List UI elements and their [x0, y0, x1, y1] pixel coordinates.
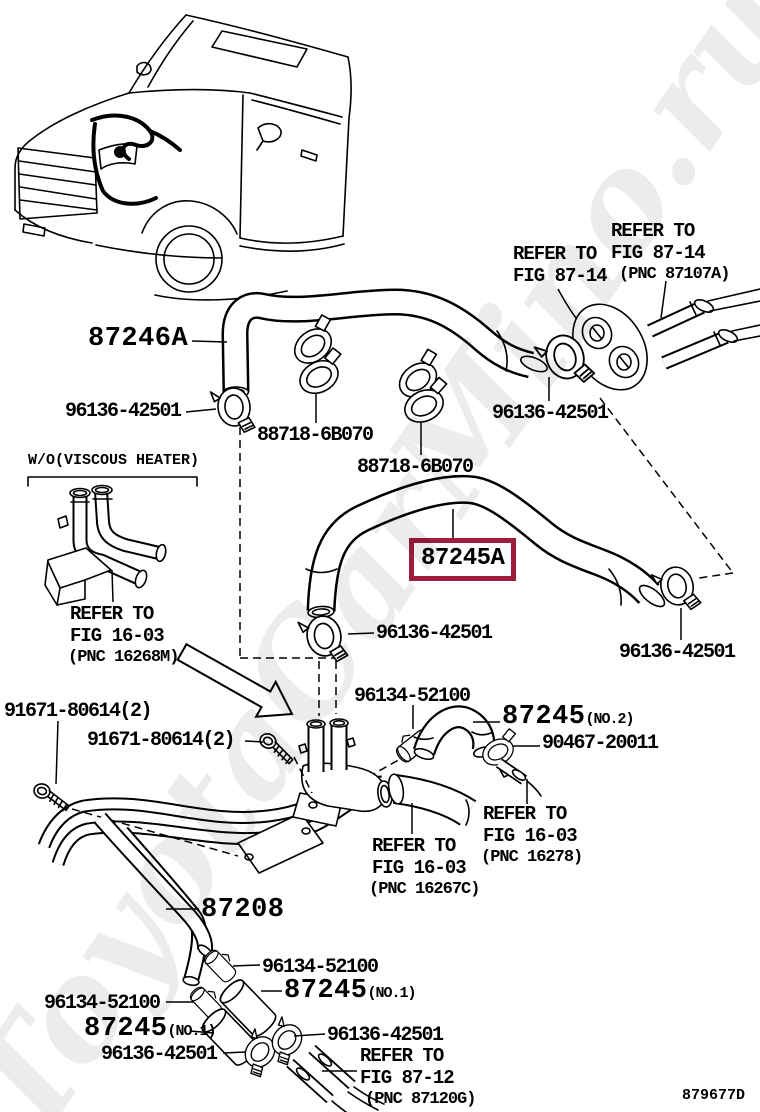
part-label-87245a: 87245A [421, 545, 505, 572]
pipe-clip-96134-top [389, 705, 435, 765]
note-refer-fig87-14: REFER TO FIG 87-14 [513, 243, 608, 287]
part-label-87245-no1-left: 87245(NO.1) [84, 1014, 217, 1044]
pipe-clip-96134-left [166, 980, 229, 1022]
highlighted-part-box: 87245A [409, 538, 517, 581]
part-label-96136-bottom-left: 96136-42501 [101, 1043, 218, 1066]
hose-clip-96136-bottom-right [257, 1014, 326, 1068]
note-refer-fig87-12-pnc87120g: REFER TO FIG 87-12 (PNC 87120G) [360, 1045, 476, 1109]
part-label-96136-bottom-right: 96136-42501 [327, 1024, 444, 1047]
part-label-91671-1: 91671-80614(2) [4, 700, 153, 723]
water-pipe-assembly-drawing [37, 718, 393, 874]
note-refer-fig16-03-pnc16268m: REFER TO FIG 16-03 (PNC 16268M) [68, 603, 179, 667]
hose-87245-no1-left [189, 1004, 262, 1070]
heater-unit-drawing [557, 280, 760, 391]
hose-clip-96136-mid [532, 328, 597, 401]
part-label-96134-left: 96134-52100 [44, 992, 161, 1015]
heater-pipes-87120g-drawing [286, 1044, 385, 1112]
wo-viscous-heater-pipe-drawing [27, 476, 198, 606]
part-label-88718-1: 88718-6B070 [257, 424, 374, 447]
bolt-91671-left [30, 720, 239, 857]
part-label-91671-2: 91671-80614(2) [87, 729, 236, 752]
part-label-87246a: 87246A [88, 324, 189, 354]
diagram-code: 879677D [682, 1087, 746, 1104]
vehicle-illustration [14, 14, 352, 301]
part-label-96134-right: 96134-52100 [262, 956, 379, 979]
hose-87246a-drawing [191, 288, 548, 398]
part-label-96136-mid: 96136-42501 [492, 402, 609, 425]
pipe-clip-96134-right [201, 943, 261, 985]
hose-clip-96136-center [296, 612, 375, 668]
hose-clip-96136-upper-left [185, 385, 256, 436]
note-refer-fig87-14-pnc87107a: REFER TO FIG 87-14 (PNC 87107A) [611, 220, 730, 284]
bolt-91671-right [244, 730, 313, 794]
note-refer-fig16-03-pnc16267c: REFER TO FIG 16-03 (PNC 16267C) [369, 835, 480, 899]
part-label-87245-no2: 87245(NO.2) [502, 702, 635, 732]
part-label-87245-no1-right: 87245(NO.1) [284, 976, 417, 1006]
hose-clamp-88718-pair-2 [389, 346, 459, 455]
part-label-96136-right: 96136-42501 [619, 641, 736, 664]
part-label-87208: 87208 [201, 895, 285, 925]
direction-arrow [176, 642, 294, 718]
note-wo-viscous-heater: W/O(VISCOUS HEATER) [28, 452, 200, 469]
hose-clip-96136-right [650, 562, 703, 640]
water-valve-stub-16278 [495, 758, 542, 804]
hoses-87208-drawing [93, 812, 214, 987]
engine-harness-sketch [90, 113, 182, 206]
part-label-96136-center: 96136-42501 [376, 622, 493, 645]
hose-clamp-88718-pair-1 [284, 311, 354, 423]
hose-87245a-drawing [305, 474, 666, 619]
note-refer-fig16-03-pnc16278: REFER TO FIG 16-03 (PNC 16278) [481, 803, 583, 867]
hose-clip-96136-bottom-left [222, 1026, 284, 1080]
part-label-90467: 90467-20011 [542, 732, 659, 755]
part-label-88718-2: 88718-6B070 [357, 456, 474, 479]
hose-87245-no1-right [216, 975, 282, 1041]
part-label-96134-top: 96134-52100 [354, 685, 471, 708]
engine-pipe-16267c-drawing [387, 773, 477, 834]
part-label-96136-upper-left: 96136-42501 [65, 400, 182, 423]
